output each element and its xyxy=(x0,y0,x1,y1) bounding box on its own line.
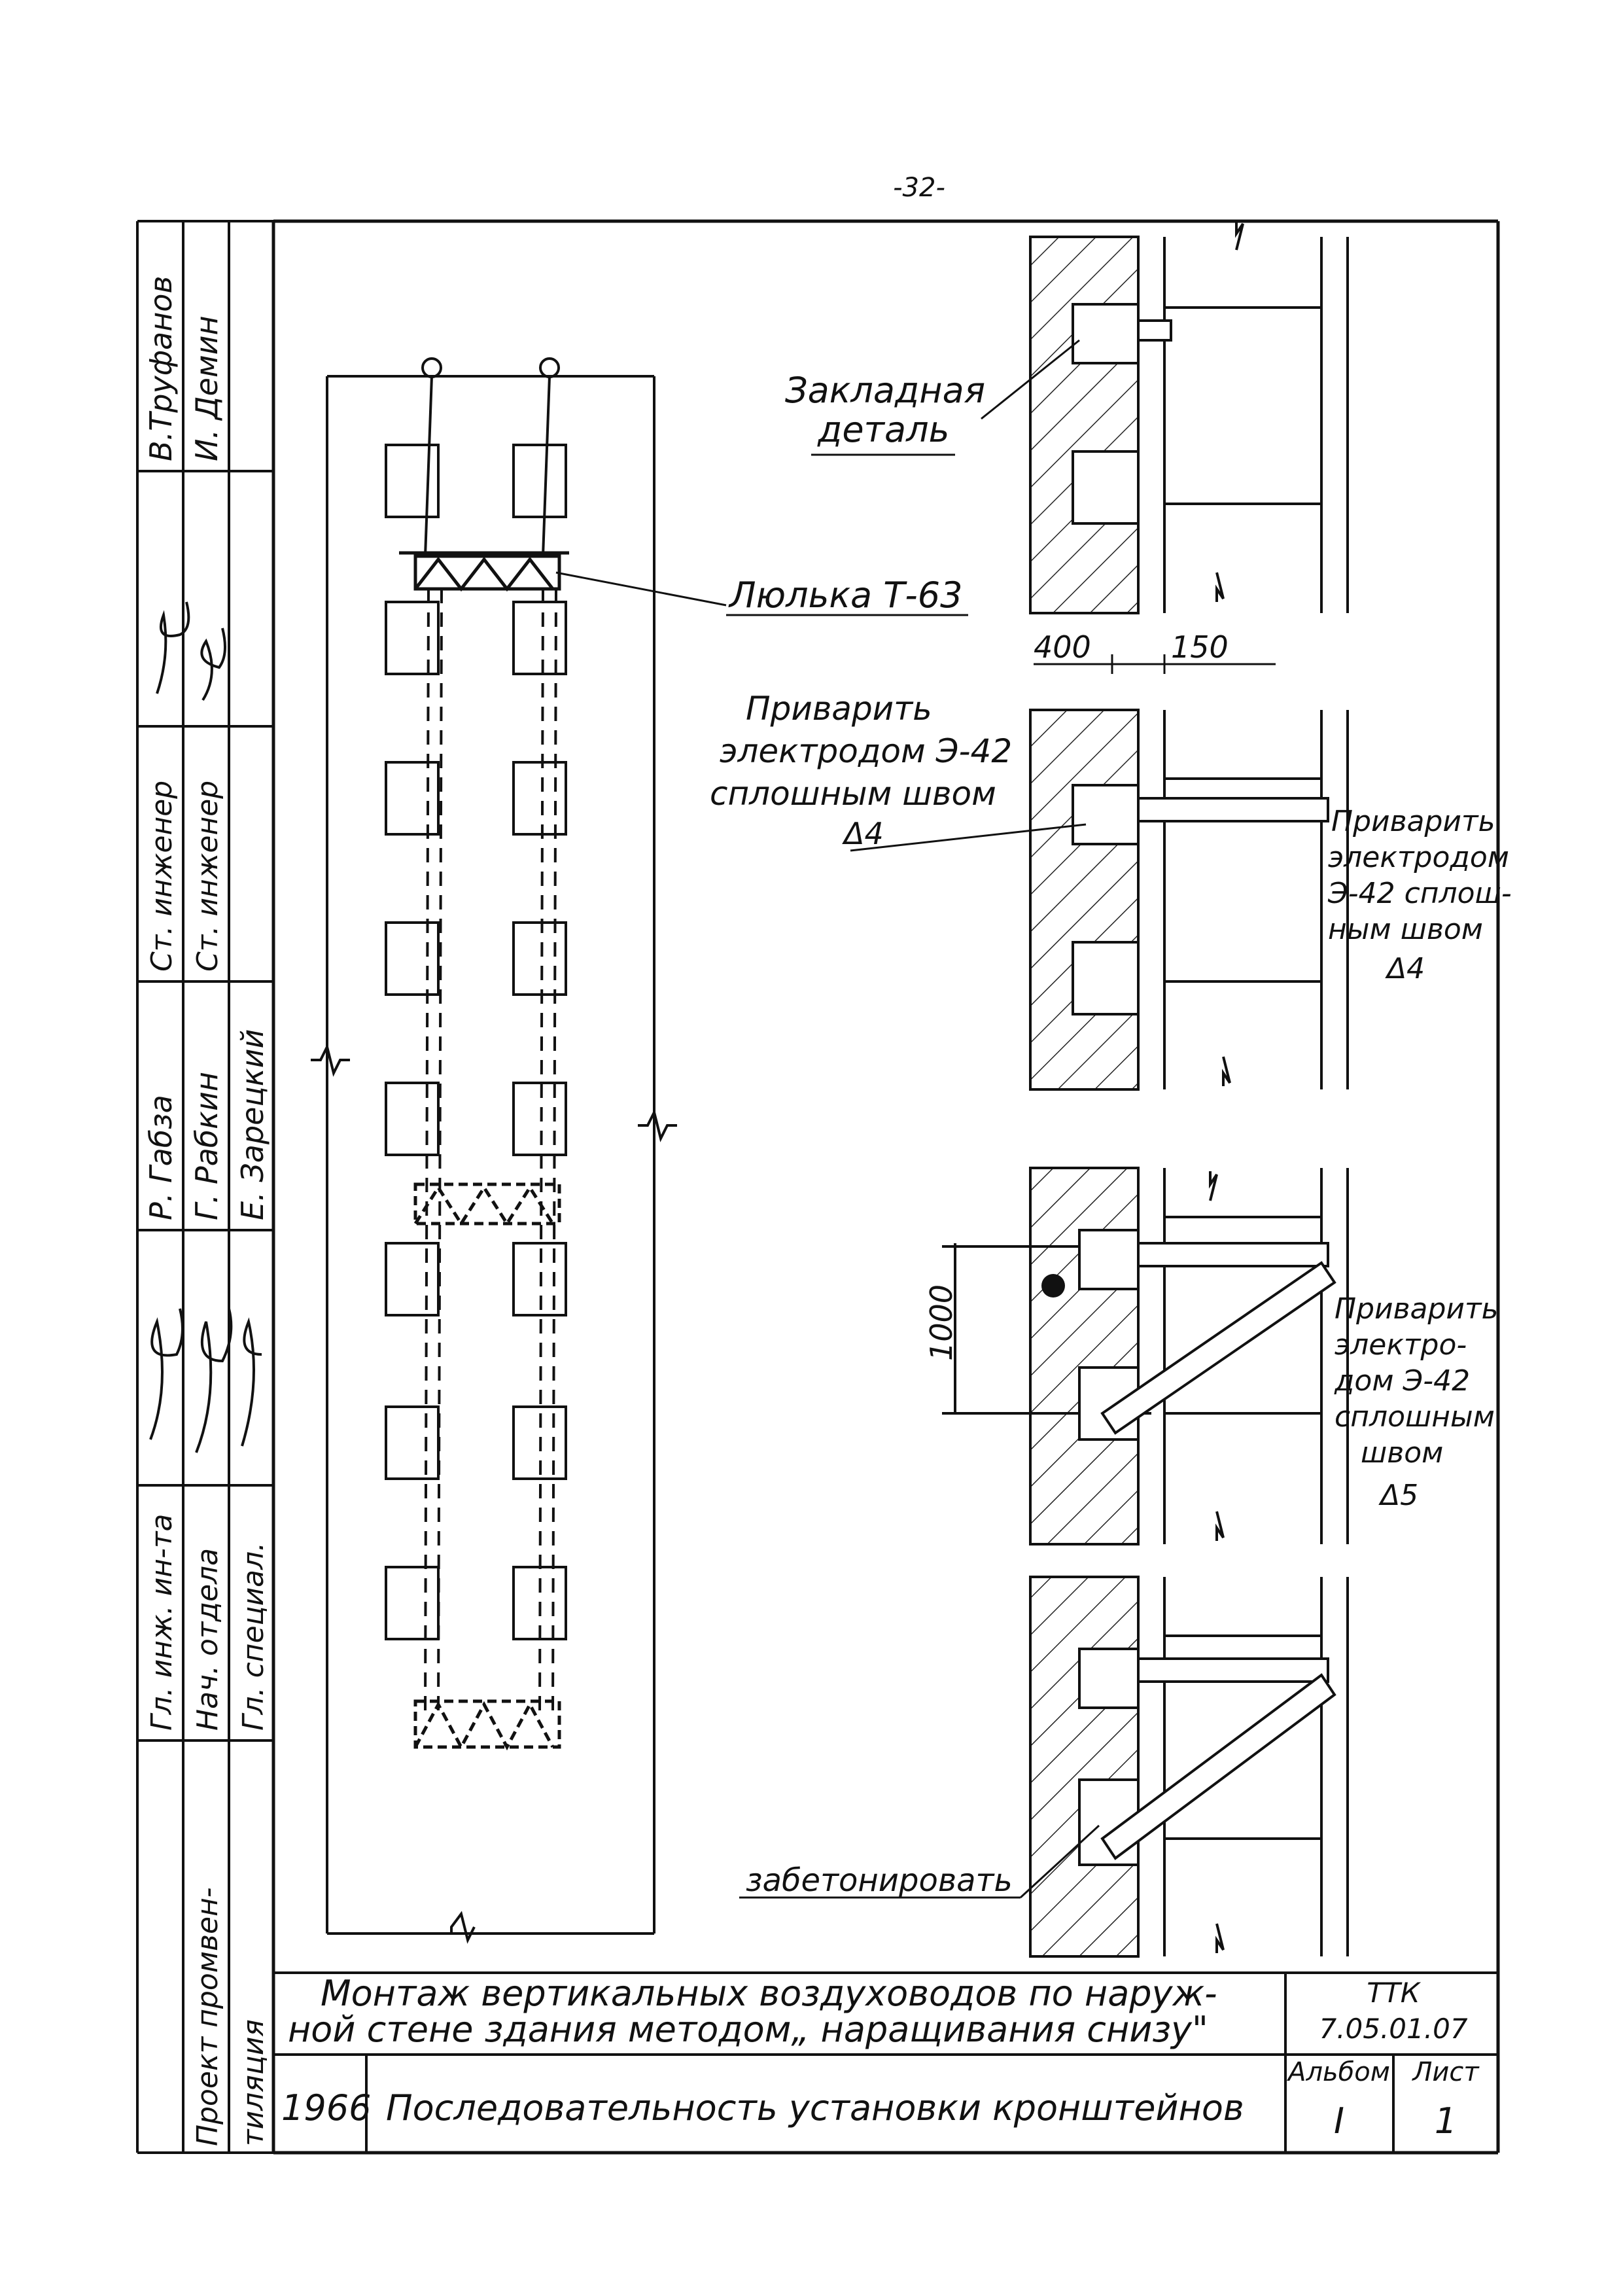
weld2-line3: Э-42 сплош- xyxy=(1327,877,1512,910)
embedded-part-label-2: деталь xyxy=(817,409,949,450)
window-openings xyxy=(385,444,567,1640)
embedded-part-label-1: Закладная xyxy=(785,370,985,411)
weld1-line4: Δ4 xyxy=(842,816,884,851)
album-value: I xyxy=(1334,2100,1344,2142)
weld3-line5: швом xyxy=(1361,1436,1443,1470)
concrete-label: забетонировать xyxy=(746,1862,1013,1899)
weld1-line3: сплошным швом xyxy=(710,775,996,813)
sheet-frame xyxy=(271,219,1500,2155)
elevation-view xyxy=(311,357,677,1944)
side-stamp: В.Труфанов И. Демин Ст. инженер Ст. инже… xyxy=(136,220,273,2154)
sheet-value: 1 xyxy=(1435,2100,1457,2142)
stamp-name-2: И. Демин xyxy=(189,315,224,461)
title-line2: ной стене здания методом„ наращивания сн… xyxy=(288,2009,1208,2050)
code-line1: ТТК xyxy=(1367,1977,1421,2009)
stamp-position-1: Ст. инженер xyxy=(145,781,179,972)
signatures xyxy=(149,601,262,1453)
stamp-org-line2: тиляция xyxy=(237,2019,270,2146)
stamp-org-line1: Проект промвен- xyxy=(191,1887,224,2146)
weld3-line2: электро- xyxy=(1335,1328,1467,1362)
dim-150: 150 xyxy=(1171,629,1229,665)
cradle-middle xyxy=(413,1182,561,1227)
dim-400: 400 xyxy=(1034,629,1091,665)
detail-3 xyxy=(942,1167,1349,1545)
page-number: -32- xyxy=(893,173,945,203)
weld3-line1: Приварить xyxy=(1335,1292,1499,1326)
stamp-position-3: Гл. инж. ин-та xyxy=(145,1514,179,1731)
year: 1966 xyxy=(281,2087,371,2128)
dim-1000: 1000 xyxy=(924,1284,959,1361)
stamp-name-5: Е. Зарецкий xyxy=(235,1029,270,1220)
sheet-label: Лист xyxy=(1411,2057,1480,2087)
stamp-position-4: Нач. отдела xyxy=(191,1548,224,1731)
stamp-position-2: Ст. инженер xyxy=(191,781,224,972)
weld3-line3: дом Э-42 xyxy=(1334,1364,1470,1398)
stamp-name-3: Р. Габза xyxy=(143,1095,179,1220)
weld3-line4: сплошным xyxy=(1335,1400,1495,1434)
stamp-position-5: Гл. специал. xyxy=(237,1542,270,1731)
title-line1: Монтаж вертикальных воздуховодов по нару… xyxy=(321,1973,1217,2014)
weld1-line1: Приварить xyxy=(746,690,932,728)
weld2-line4: ным швом xyxy=(1328,913,1483,946)
weld3-line6: Δ5 xyxy=(1378,1479,1418,1512)
album-label: Альбом xyxy=(1286,2057,1390,2087)
cradle-label: Люлька Т-63 xyxy=(728,574,962,616)
cradle-bottom xyxy=(413,1699,561,1751)
cradle-leader xyxy=(555,571,727,607)
weld2-line1: Приварить xyxy=(1331,805,1495,838)
cradle-top xyxy=(399,551,569,592)
detail-1 xyxy=(1029,221,1349,614)
detail-4 xyxy=(1029,1576,1349,1958)
weld2-line5: Δ4 xyxy=(1385,952,1425,985)
dimension-400-150 xyxy=(1034,654,1276,674)
detail-2 xyxy=(1029,709,1349,1091)
title-block-frame xyxy=(273,1971,1498,2153)
weld2-line2: электродом xyxy=(1328,841,1509,874)
sheet-title: Последовательность установки кронштейнов xyxy=(386,2087,1244,2128)
weld1-line2: электродом Э-42 xyxy=(720,732,1012,770)
stamp-name-4: Г. Рабкин xyxy=(189,1072,224,1220)
stamp-name-1: В.Труфанов xyxy=(143,275,179,461)
code-line2: 7.05.01.07 xyxy=(1319,2013,1467,2045)
